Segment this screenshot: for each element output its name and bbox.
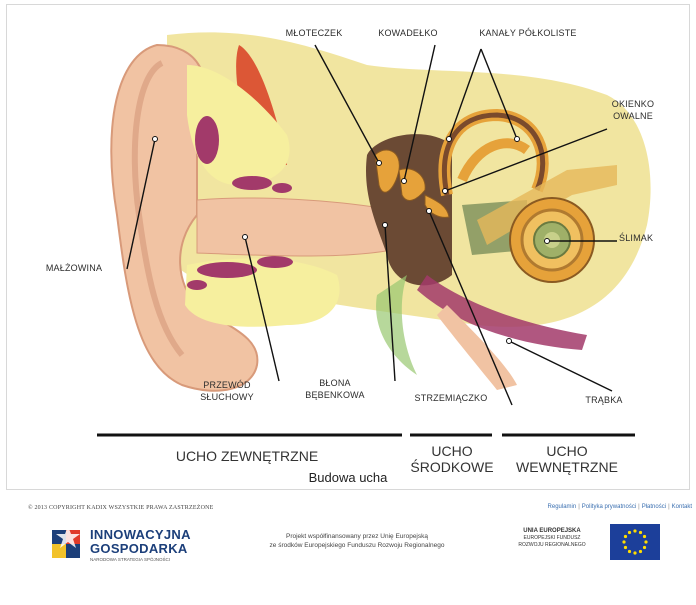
copyright-text: © 2013 COPYRIGHT KADIX WSZYSTKIE PRAWA Z… xyxy=(28,505,214,511)
label-okienko-line2: OWALNE xyxy=(603,111,663,122)
link-polityka[interactable]: Polityka prywatności xyxy=(582,504,636,510)
leader-dot xyxy=(383,223,388,228)
label-slimak: ŚLIMAK xyxy=(619,233,669,244)
link-separator: | xyxy=(668,504,670,510)
leader-dot xyxy=(545,239,550,244)
leader-dot xyxy=(377,161,382,166)
eu-star xyxy=(639,531,642,534)
label-mloteczek: MŁOTECZEK xyxy=(279,28,349,39)
ig-title-line2: GOSPODARKA xyxy=(90,541,188,556)
cartilage-segment xyxy=(257,256,293,268)
eu-star xyxy=(633,551,636,554)
eu-flag xyxy=(610,524,660,560)
leader-dot xyxy=(153,137,158,142)
cartilage-segment xyxy=(272,183,292,193)
link-kontakt[interactable]: Kontakt xyxy=(672,504,692,510)
leader-dot xyxy=(447,137,452,142)
leader-dot xyxy=(427,209,432,214)
footer-links: Regulamin|Polityka prywatności|Płatności… xyxy=(548,504,692,510)
ue-line1: UNIA EUROPEJSKA xyxy=(523,528,580,534)
cartilage-segment xyxy=(195,116,219,164)
label-trabka: TRĄBKA xyxy=(569,395,639,406)
label-kowadelko: KOWADEŁKO xyxy=(373,28,443,39)
ig-title-line1: INNOWACYJNA xyxy=(90,527,191,542)
cartilage-segment xyxy=(197,262,257,278)
eu-star xyxy=(643,546,646,549)
ue-line3: ROZWOJU REGIONALNEGO xyxy=(502,542,602,549)
leader-dot xyxy=(443,189,448,194)
link-separator: | xyxy=(638,504,640,510)
leader-line xyxy=(509,341,612,391)
label-blona-line1: BŁONA xyxy=(300,378,370,389)
leader-dot xyxy=(507,339,512,344)
eu-star xyxy=(644,540,647,543)
project-funding-text: Projekt współfinansowany przez Unię Euro… xyxy=(222,532,492,550)
diagram-caption: Budowa ucha xyxy=(7,470,689,485)
link-separator: | xyxy=(578,504,580,510)
page-footer: © 2013 COPYRIGHT KADIX WSZYSTKIE PRAWA Z… xyxy=(0,492,696,605)
leader-dot xyxy=(515,137,520,142)
eu-star xyxy=(633,529,636,532)
label-kanaly-polkoliste: KANAŁY PÓŁKOLISTE xyxy=(473,28,583,39)
eu-star xyxy=(624,546,627,549)
section-inner-ear-line1: UCHO xyxy=(502,443,632,459)
cartilage-segment xyxy=(187,280,207,290)
ig-emblem-icon xyxy=(50,524,86,564)
ear-canal xyxy=(197,198,392,256)
label-okienko-line1: OKIENKO xyxy=(603,99,663,110)
eu-star xyxy=(643,535,646,538)
innowacyjna-gospodarka-logo: INNOWACYJNA GOSPODARKA NARODOWA STRATEGI… xyxy=(50,524,220,566)
label-blona-line2: BĘBENKOWA xyxy=(300,390,370,401)
label-malzowina: MAŁŻOWINA xyxy=(29,263,119,274)
cartilage-segment xyxy=(232,176,272,190)
eu-star xyxy=(628,531,631,534)
project-line2: ze środków Europejskiego Funduszu Rozwoj… xyxy=(222,541,492,550)
link-platnosci[interactable]: Płatności xyxy=(642,504,666,510)
section-outer-ear: UCHO ZEWNĘTRZNE xyxy=(127,448,367,464)
link-regulamin[interactable]: Regulamin xyxy=(548,504,577,510)
label-strzemiaczko: STRZEMIĄCZKO xyxy=(403,393,499,404)
eu-stars-icon xyxy=(610,524,660,560)
label-przewod-line1: PRZEWÓD xyxy=(187,380,267,391)
eu-fund-text: UNIA EUROPEJSKA EUROPEJSKI FUNDUSZ ROZWO… xyxy=(502,528,602,549)
project-line1: Projekt współfinansowany przez Unię Euro… xyxy=(222,532,492,541)
leader-dot xyxy=(243,235,248,240)
label-przewod-line2: SŁUCHOWY xyxy=(187,392,267,403)
eu-star xyxy=(624,535,627,538)
ear-diagram-frame: MŁOTECZEK KOWADEŁKO KANAŁY PÓŁKOLISTE OK… xyxy=(6,4,690,490)
ig-subtitle: NARODOWA STRATEGIA SPÓJNOŚCI xyxy=(90,557,170,562)
section-middle-ear-line1: UCHO xyxy=(407,443,497,459)
eu-star xyxy=(622,540,625,543)
eu-star xyxy=(628,550,631,553)
eu-star xyxy=(639,550,642,553)
ue-line2: EUROPEJSKI FUNDUSZ xyxy=(502,535,602,542)
leader-dot xyxy=(402,179,407,184)
ear-anatomy-illustration xyxy=(7,5,689,489)
